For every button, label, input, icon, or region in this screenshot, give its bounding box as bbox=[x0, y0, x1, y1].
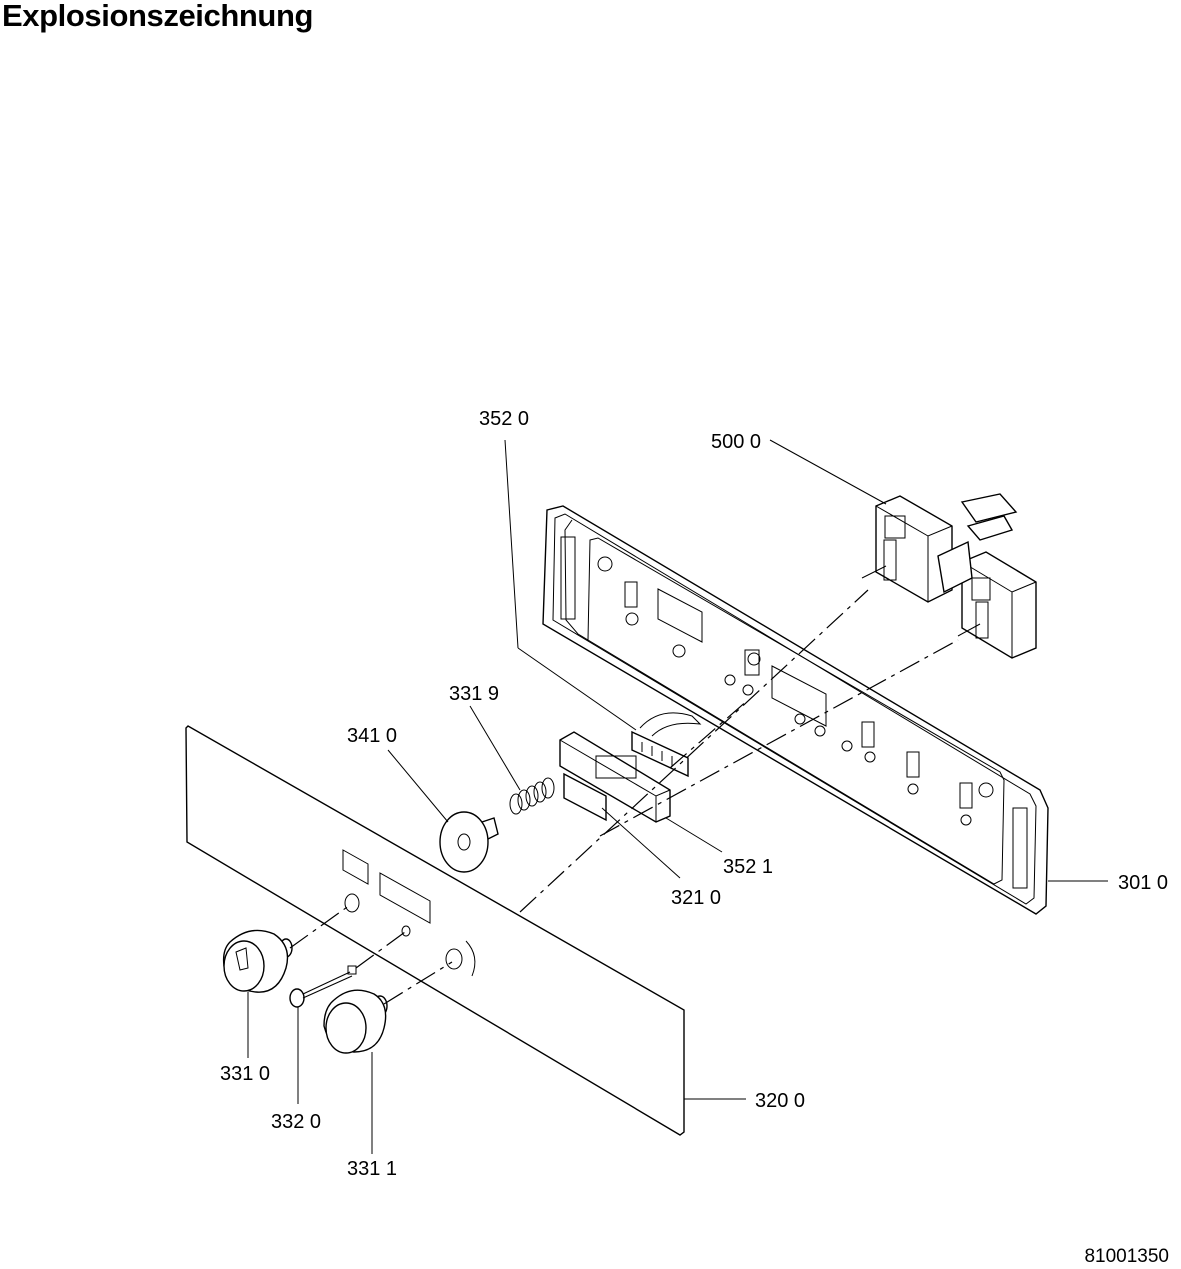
label-331-9: 331 9 bbox=[449, 683, 499, 705]
label-352-1: 352 1 bbox=[723, 856, 773, 878]
label-500-0: 500 0 bbox=[711, 431, 761, 453]
indicator-lamp bbox=[289, 965, 357, 1008]
document-number: 81001350 bbox=[1084, 1246, 1169, 1267]
spring bbox=[509, 777, 555, 815]
label-331-1: 331 1 bbox=[347, 1158, 397, 1180]
holder-assembly bbox=[559, 712, 702, 823]
page-title: Explosionszeichnung bbox=[2, 0, 314, 33]
electronic-module bbox=[861, 493, 1037, 659]
knob-left bbox=[222, 929, 293, 993]
assembly-lines bbox=[289, 589, 959, 1005]
rotary-disc bbox=[439, 811, 499, 873]
label-301-0: 301 0 bbox=[1118, 872, 1168, 894]
leader-lines bbox=[247, 439, 1108, 1154]
front-glass-panel bbox=[185, 725, 685, 1136]
part-labels: 352 0 500 0 331 9 341 0 352 1 321 0 301 … bbox=[220, 408, 1168, 1180]
label-332-0: 332 0 bbox=[271, 1111, 321, 1133]
label-320-0: 320 0 bbox=[755, 1090, 805, 1112]
label-321-0: 321 0 bbox=[671, 887, 721, 909]
knob-right bbox=[323, 989, 388, 1054]
control-panel-frame bbox=[542, 505, 1049, 915]
label-331-0: 331 0 bbox=[220, 1063, 270, 1085]
label-352-0: 352 0 bbox=[479, 408, 529, 430]
label-341-0: 341 0 bbox=[347, 725, 397, 747]
